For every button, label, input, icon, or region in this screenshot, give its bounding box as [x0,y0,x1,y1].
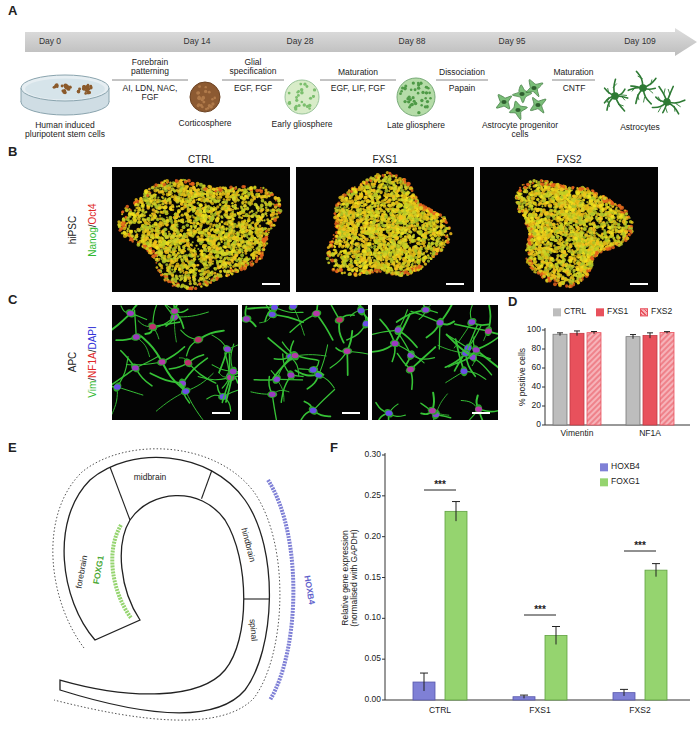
figure: AAI, LDN, NAC, FGFEGF, FGFEGF, LIF, FGFP… [0,0,700,730]
